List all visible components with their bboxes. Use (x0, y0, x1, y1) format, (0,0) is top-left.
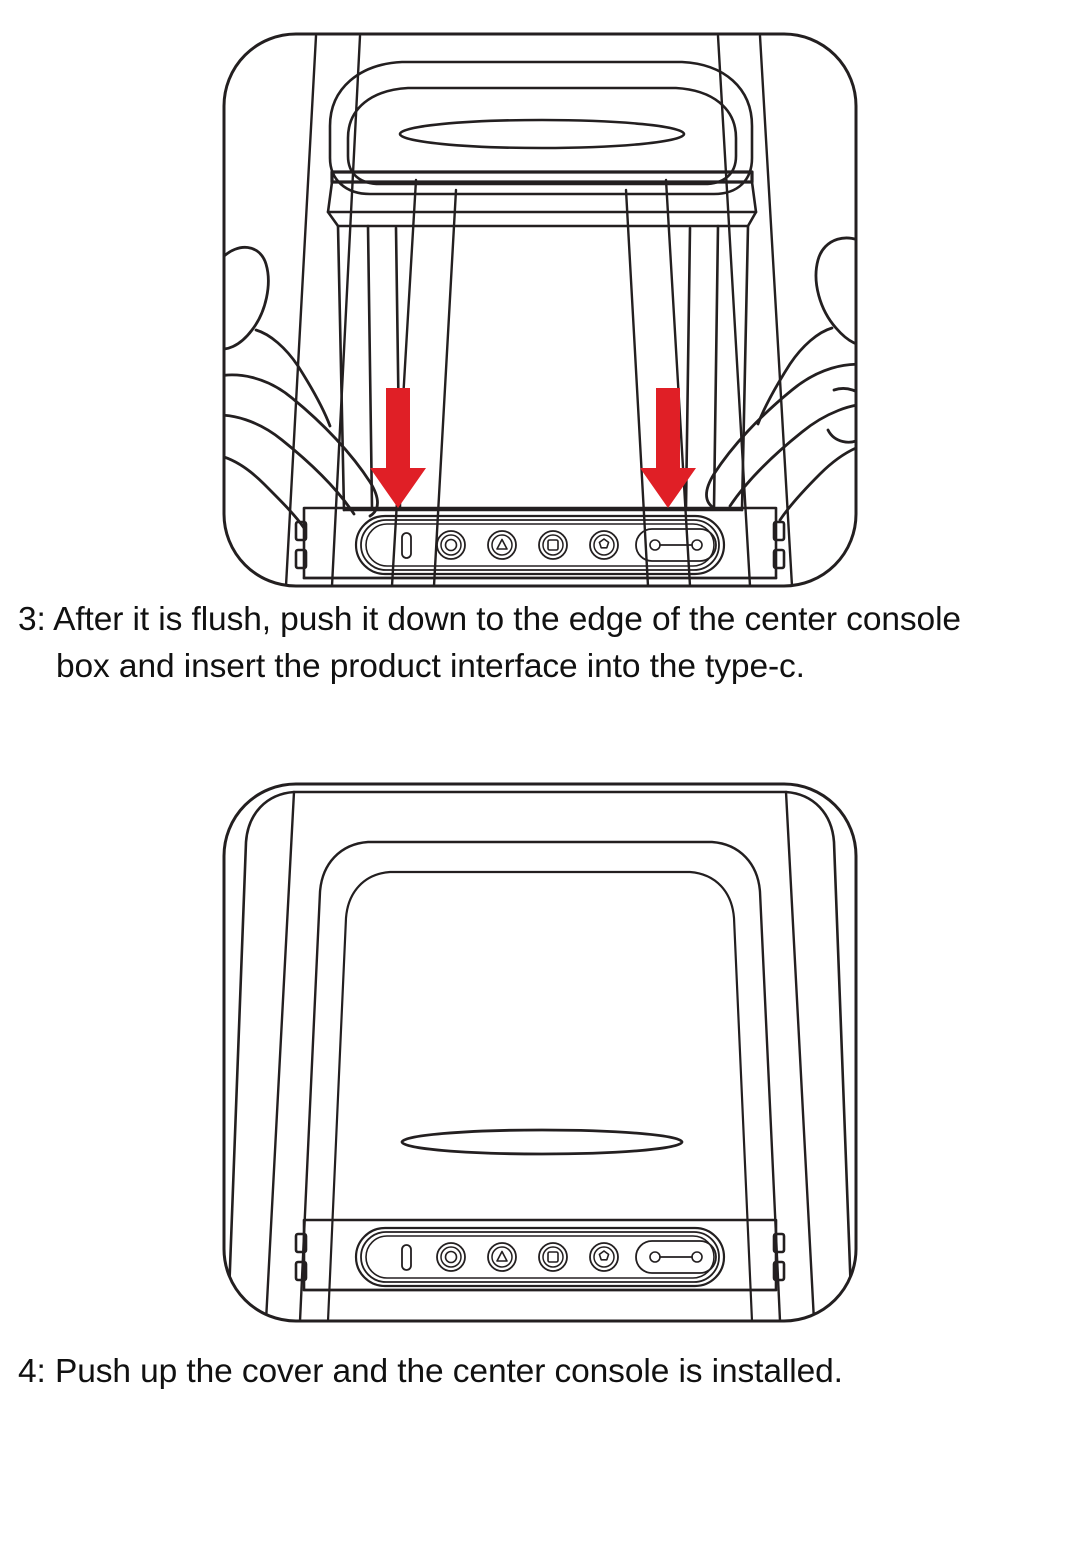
caption-step-3-line-1: 3: After it is flush, push it down to th… (18, 601, 961, 638)
push-down-arrow-right (640, 388, 696, 508)
button-star (589, 1242, 619, 1272)
push-down-arrow-left (370, 388, 426, 508)
caption-step-4-line-1: 4: Push up the cover and the center cons… (18, 1353, 843, 1390)
button-circle (436, 1242, 466, 1272)
button-star (589, 530, 619, 560)
illustration-step-3 (0, 30, 1080, 590)
button-square (538, 530, 568, 560)
caption-step-4: 4: Push up the cover and the center cons… (0, 1348, 1080, 1395)
illustration-frame (222, 782, 858, 1323)
product-control-panel (294, 1218, 786, 1292)
indicator-slot (401, 532, 412, 559)
console-cavity (326, 210, 758, 512)
button-circle (436, 530, 466, 560)
console-side-ribs (284, 34, 794, 586)
console-outer-walls (264, 790, 816, 1321)
cover-handle-ellipse (400, 1128, 684, 1156)
product-control-panel (294, 506, 786, 580)
panel-side-tab-right (772, 520, 786, 570)
indicator-slot (401, 1244, 412, 1271)
lid-handle-ellipse (398, 118, 686, 150)
type-c-port (635, 528, 717, 562)
caption-step-3: 3: After it is flush, push it down to th… (0, 596, 1080, 690)
button-triangle (487, 530, 517, 560)
button-triangle (487, 1242, 517, 1272)
panel-side-tab-left (294, 1232, 308, 1282)
illustration-frame (222, 32, 858, 588)
console-open-diagram (222, 32, 858, 588)
caption-step-3-line-2: box and insert the product interface int… (56, 648, 805, 685)
console-closed-diagram (222, 782, 858, 1323)
illustration-step-4 (0, 780, 1080, 1325)
type-c-port (635, 1240, 717, 1274)
button-square (538, 1242, 568, 1272)
console-lid-open (326, 60, 758, 214)
console-cover-closed (226, 790, 854, 1321)
right-hand (705, 236, 856, 522)
panel-side-tab-left (294, 520, 308, 570)
panel-side-tab-right (772, 1232, 786, 1282)
left-hand (224, 245, 379, 530)
